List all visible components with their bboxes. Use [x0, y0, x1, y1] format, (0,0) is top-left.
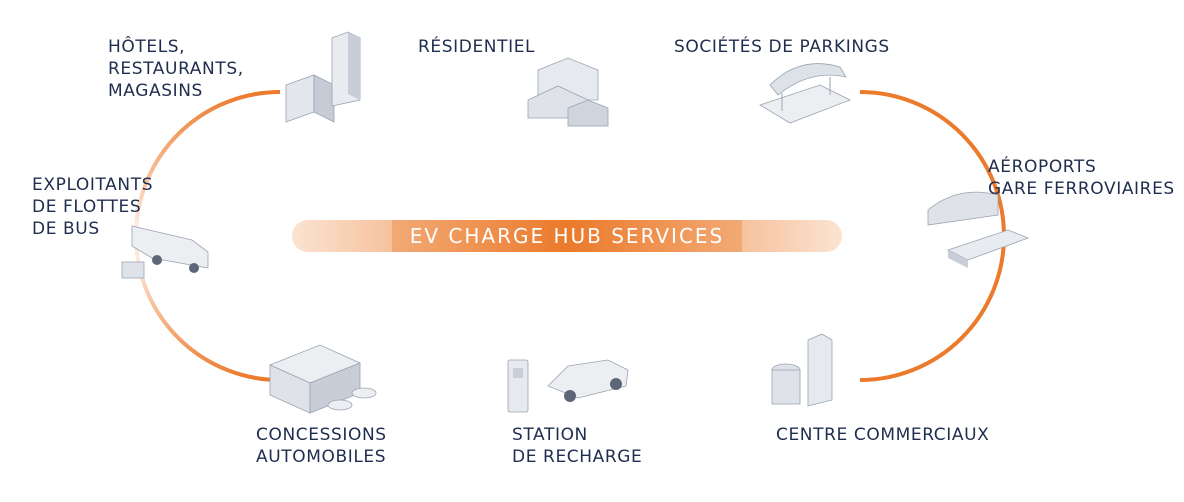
dealership-icon	[268, 344, 377, 414]
bus-fleet-icon	[121, 225, 209, 279]
airport-terminal-icon	[927, 191, 1030, 268]
hotel-building-icon	[285, 31, 361, 123]
charging-station-icon	[507, 359, 629, 413]
label-parking: SOCIÉTÉS DE PARKINGS	[674, 37, 890, 57]
parking-canopy-icon	[759, 63, 851, 124]
center-bar	[292, 220, 842, 252]
label-hotels: HÔTELS, RESTAURANTS, MAGASINS	[108, 37, 244, 101]
label-airports: AÉROPORTS GARE FERROVIAIRES	[988, 157, 1175, 199]
ring-right	[859, 90, 1006, 382]
mall-tower-icon	[771, 333, 833, 407]
house-icon	[527, 57, 609, 127]
hub-title: EV CHARGE HUB SERVICES	[410, 224, 725, 248]
label-malls: CENTRE COMMERCIAUX	[776, 425, 990, 445]
label-dealers: CONCESSIONS AUTOMOBILES	[256, 425, 387, 467]
label-station: STATION DE RECHARGE	[512, 425, 643, 467]
label-bus: EXPLOITANTS DE FLOTTES DE BUS	[32, 175, 154, 239]
label-residential: RÉSIDENTIEL	[418, 37, 536, 57]
